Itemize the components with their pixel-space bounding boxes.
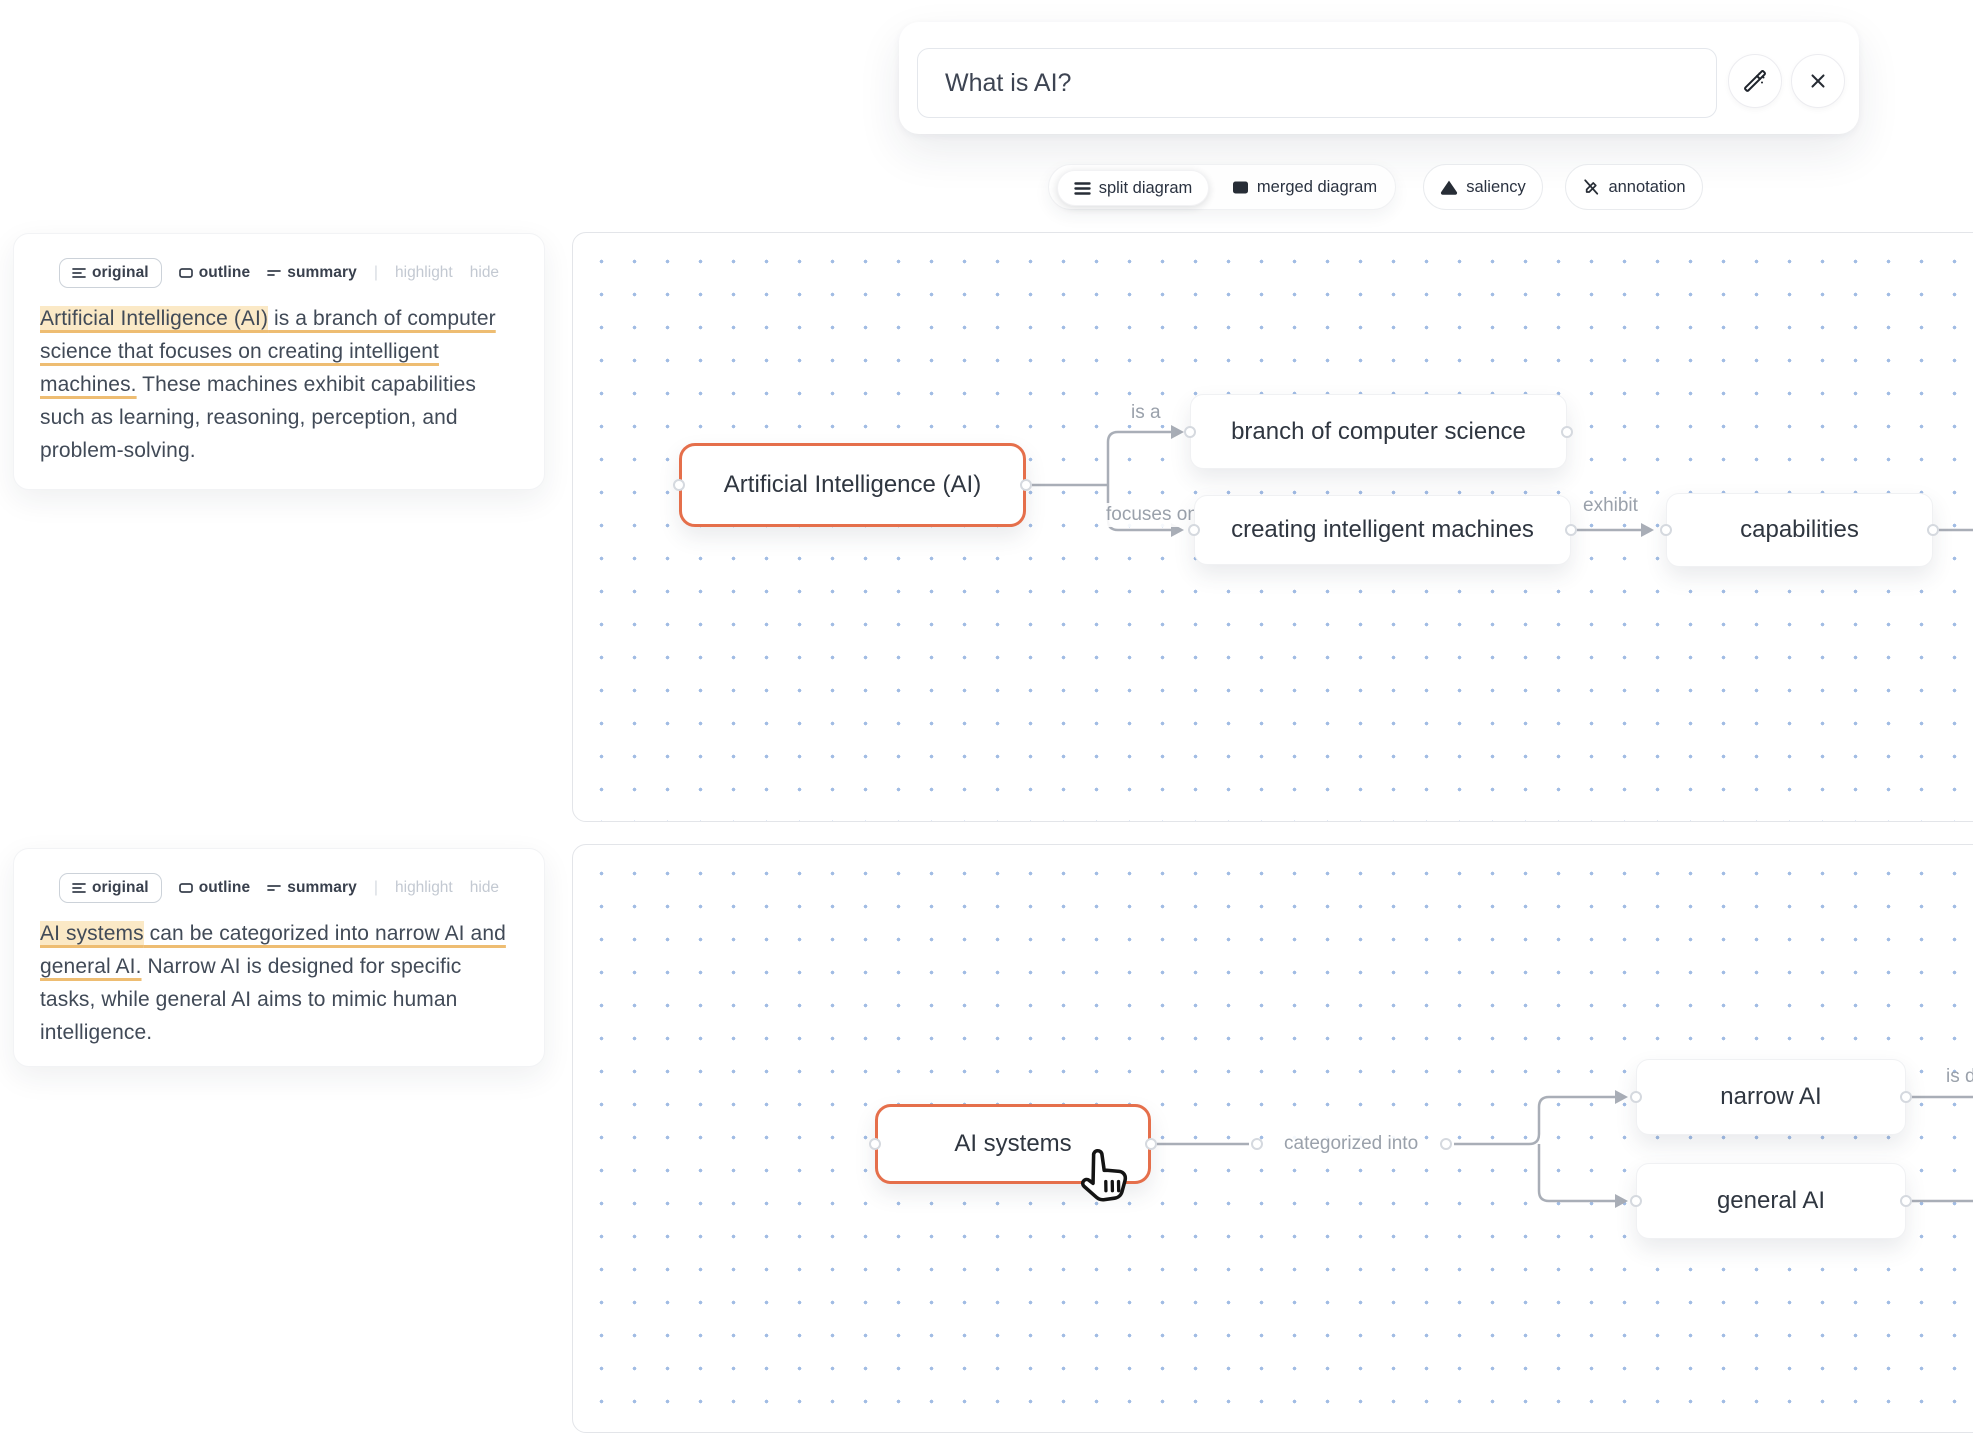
magic-wand-icon [1743,69,1767,93]
close-button[interactable] [1791,54,1845,108]
port[interactable] [1188,524,1200,536]
rows-icon [1074,181,1091,196]
close-icon [1807,70,1829,92]
tab-highlight[interactable]: highlight [395,264,453,281]
triangle-icon [1440,179,1458,195]
port[interactable] [1630,1091,1642,1103]
node-branch-of-computer-science[interactable]: branch of computer science [1190,394,1567,469]
panel-1-tabs: original outline summary | highlight hid… [14,258,544,288]
port[interactable] [1184,426,1196,438]
node-narrow-ai[interactable]: narrow AI [1636,1059,1906,1135]
port[interactable] [1900,1195,1912,1207]
port[interactable] [673,479,685,491]
tab-outline-label: outline [198,879,251,896]
port[interactable] [1020,479,1032,491]
diagram-canvas-2[interactable]: categorized into is de AI systems narrow… [572,844,1973,1433]
port[interactable] [1630,1195,1642,1207]
panel-2-text: AI systems can be categorized into narro… [40,917,518,1049]
solid-rect-icon [1232,180,1249,195]
saliency-button[interactable]: saliency [1423,164,1543,210]
diagram-mode-switch: split diagram merged diagram [1048,164,1396,210]
plain-text: These machines exhibit capabilities such… [40,373,477,462]
node-creating-intelligent-machines[interactable]: creating intelligent machines [1194,495,1571,565]
rectangle-icon [178,882,193,894]
tab-summary-label: summary [287,879,357,896]
edge-label-categorized-into: categorized into [1279,1132,1424,1156]
generate-button[interactable] [1728,54,1782,108]
node-general-ai[interactable]: general AI [1636,1163,1906,1239]
port[interactable] [1561,426,1573,438]
pencil-off-icon [1582,178,1600,196]
underlined-phrase: can be categorized into narrow AI and ge… [40,922,506,978]
diagram-canvas-1[interactable]: is a focuses on exhibit Artificial Intel… [572,232,1973,822]
port[interactable] [1565,524,1577,536]
lines-icon [267,882,282,894]
edge-label-exhibit: exhibit [1578,494,1643,518]
tab-highlight[interactable]: highlight [395,879,453,896]
annotation-label: annotation [1608,177,1686,196]
port[interactable] [1251,1138,1263,1150]
edge-label-is-designed: is de [1946,1066,1973,1087]
plain-text: Narrow AI is designed for specific tasks… [40,955,462,1044]
port[interactable] [1900,1091,1912,1103]
rectangle-icon [178,267,193,279]
grab-cursor-icon [1071,1141,1138,1215]
tab-outline[interactable]: outline [178,264,251,282]
node-artificial-intelligence[interactable]: Artificial Intelligence (AI) [679,443,1026,527]
edge-label-is-a: is a [1126,401,1166,425]
highlighted-phrase: Artificial Intelligence (AI) [40,306,269,331]
tab-summary[interactable]: summary [267,879,357,897]
annotation-button[interactable]: annotation [1565,164,1703,210]
tab-outline[interactable]: outline [178,879,251,897]
tab-original-label: original [91,264,149,281]
tab-hide[interactable]: hide [469,264,500,281]
tab-outline-label: outline [198,264,251,281]
tab-summary[interactable]: summary [267,264,357,282]
split-diagram-label: split diagram [1098,178,1193,197]
panel-1-text: Artificial Intelligence (AI) is a branch… [40,302,518,467]
tab-separator: | [373,879,378,896]
panel-2-tabs: original outline summary | highlight hid… [14,873,544,903]
tab-original[interactable]: original [58,873,162,903]
edges-layer-2 [1157,1090,1973,1208]
source-text-panel-1: original outline summary | highlight hid… [13,233,545,490]
saliency-label: saliency [1466,177,1526,196]
port[interactable] [869,1138,881,1150]
underlined-phrase: is a branch of computer science that foc… [40,307,496,396]
port[interactable] [1145,1138,1157,1150]
edge-label-focuses-on: focuses on [1101,503,1203,527]
query-card [899,22,1859,134]
tab-original[interactable]: original [58,258,162,288]
align-left-icon [72,882,86,894]
tab-summary-label: summary [287,264,357,281]
tab-hide[interactable]: hide [469,879,500,896]
split-diagram-button[interactable]: split diagram [1057,170,1209,206]
question-input[interactable] [917,48,1717,118]
node-capabilities[interactable]: capabilities [1666,493,1933,567]
lines-icon [267,267,282,279]
merged-diagram-label: merged diagram [1256,177,1378,196]
tab-original-label: original [91,879,149,896]
align-left-icon [72,267,86,279]
tab-separator: | [373,264,378,281]
highlighted-phrase: AI systems [40,921,144,946]
source-text-panel-2: original outline summary | highlight hid… [13,848,545,1067]
merged-diagram-button[interactable]: merged diagram [1217,165,1392,209]
port[interactable] [1927,524,1939,536]
port[interactable] [1660,524,1672,536]
port[interactable] [1440,1138,1452,1150]
